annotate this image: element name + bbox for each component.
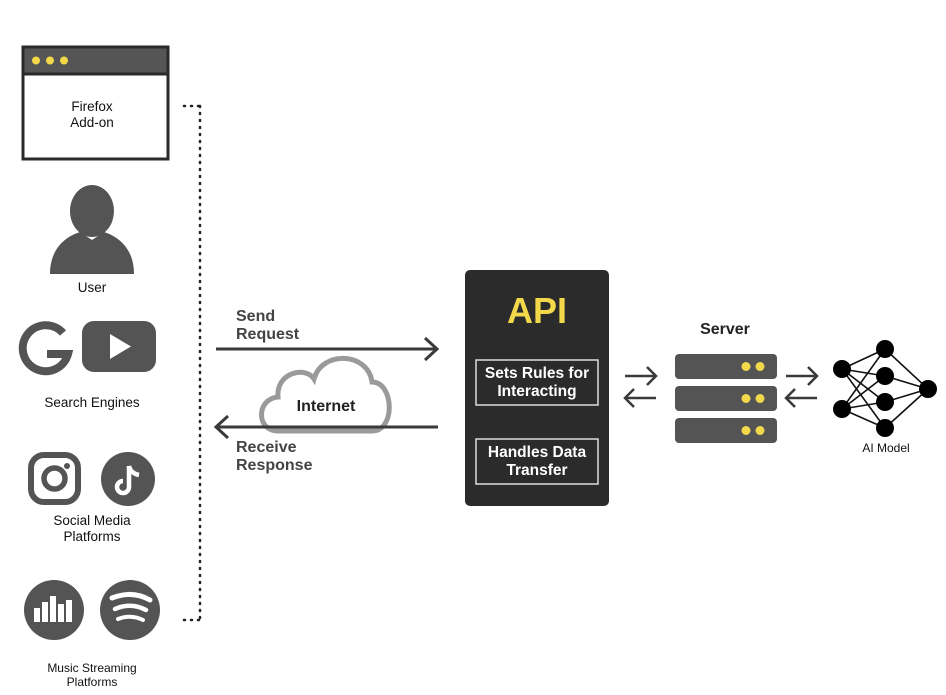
firefox-label-line1: Firefox xyxy=(71,99,113,114)
music-label-line1: Music Streaming xyxy=(47,661,136,675)
send-label-line2: Request xyxy=(236,326,300,343)
send-label-line1: Send xyxy=(236,308,275,325)
server-label: Server xyxy=(700,321,750,338)
send-request-arrow xyxy=(216,336,440,362)
api-rule1-line1: Sets Rules for xyxy=(485,365,589,382)
api-panel xyxy=(465,270,609,506)
api-server-arrows xyxy=(623,366,658,408)
spotify-icon xyxy=(100,580,160,640)
browser-window-icon xyxy=(21,45,170,161)
api-title: API xyxy=(507,290,567,331)
server-stack-icon xyxy=(675,354,777,443)
user-label: User xyxy=(78,280,107,295)
api-rule1-line2: Interacting xyxy=(497,383,576,400)
youtube-play-icon xyxy=(82,321,156,372)
instagram-icon xyxy=(28,452,81,505)
search-engines-label: Search Engines xyxy=(44,395,140,410)
receive-label-line2: Response xyxy=(236,457,313,474)
internet-label: Internet xyxy=(297,398,356,415)
deezer-equalizer-icon xyxy=(24,580,84,640)
api-rule2-line1: Handles Data xyxy=(488,444,587,461)
neural-network-icon xyxy=(833,340,937,437)
social-label-line1: Social Media xyxy=(53,513,131,528)
receive-label-line1: Receive xyxy=(236,439,297,456)
ai-model-label: AI Model xyxy=(862,441,909,455)
user-silhouette-icon xyxy=(50,185,134,274)
social-label-line2: Platforms xyxy=(63,529,120,544)
api-rule-box-2 xyxy=(475,438,599,485)
receive-response-arrow xyxy=(213,414,438,440)
firefox-label-line2: Add-on xyxy=(70,115,114,130)
api-rule2-line2: Transfer xyxy=(506,462,567,479)
api-rule-box-1 xyxy=(475,359,599,406)
cloud-icon xyxy=(259,355,392,434)
google-g-icon xyxy=(18,321,74,376)
source-bracket xyxy=(182,104,202,622)
tiktok-icon xyxy=(101,452,155,506)
music-label-line2: Platforms xyxy=(67,675,118,689)
server-model-arrows xyxy=(784,366,819,408)
